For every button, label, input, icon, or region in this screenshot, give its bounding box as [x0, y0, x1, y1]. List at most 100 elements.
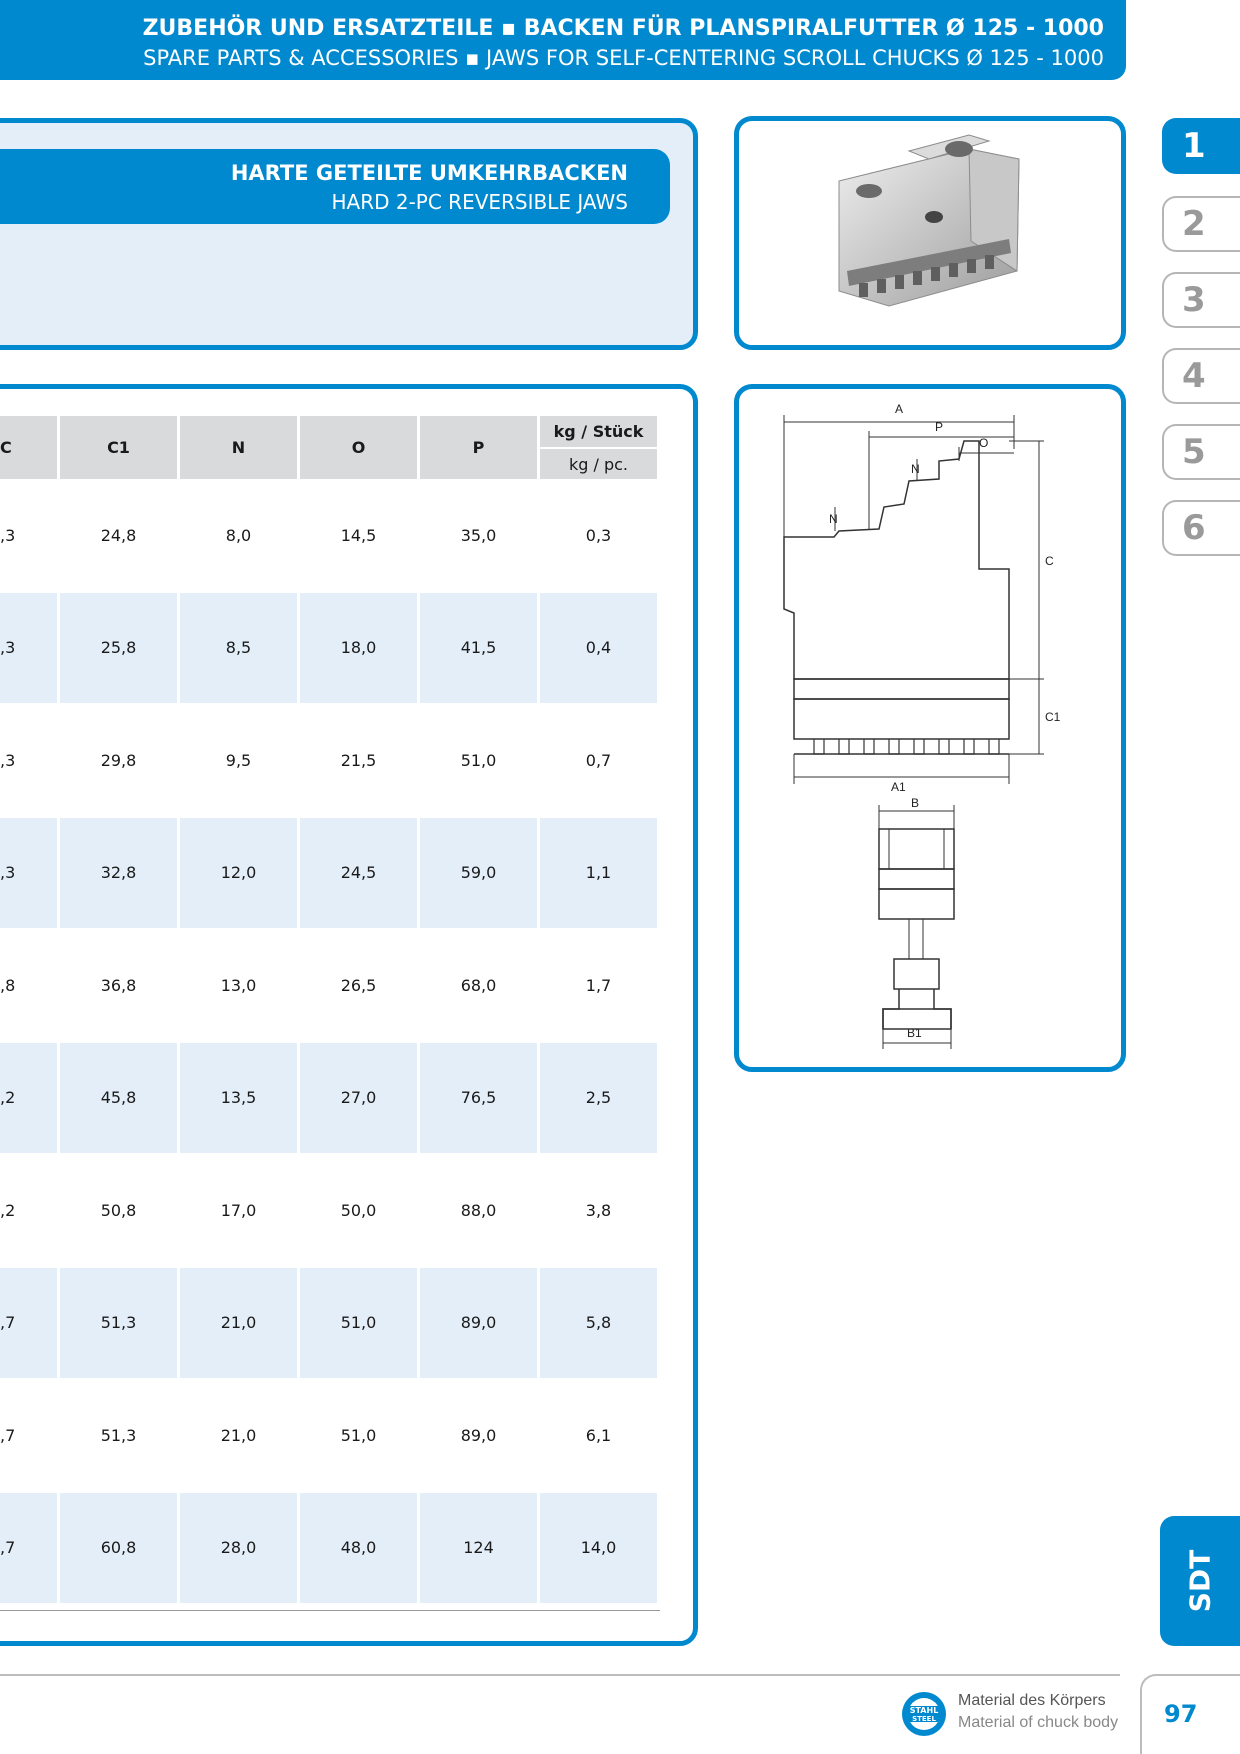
cell-kg: 0,4	[540, 592, 657, 703]
dim-label-a: A	[895, 402, 903, 416]
cell-c1: 29,8	[100, 750, 137, 770]
dim-label-n-top: N	[911, 462, 920, 476]
cell-n: 9,5	[225, 750, 252, 770]
header-title-de: ZUBEHÖR UND ERSATZTEILE ▪ BACKEN FÜR PLA…	[142, 16, 1104, 41]
cell-kg: 1,7	[585, 975, 612, 995]
col-header-o: O	[300, 416, 417, 479]
cell-kg: 3,8	[585, 1200, 612, 1220]
cell-n: 12,0	[180, 817, 297, 928]
cell-n: 8,5	[180, 592, 297, 703]
technical-drawing-panel: A P O N N C C1 A1 B B1	[734, 384, 1126, 1072]
dim-label-c1: C1	[1045, 710, 1061, 724]
cell-kg: 14,0	[540, 1492, 657, 1603]
dim-label-p: P	[935, 420, 943, 434]
logo-text-bottom: STEEL	[912, 1715, 936, 1723]
jaw-photo-illustration	[838, 134, 1020, 307]
cell-p: 76,5	[420, 1042, 537, 1153]
cell-c: ,7	[0, 1492, 57, 1603]
dim-label-b1: B1	[907, 1026, 922, 1040]
page-number-box: 97	[1140, 1674, 1240, 1754]
cell-o: 27,0	[300, 1042, 417, 1153]
cell-c1: 24,8	[100, 525, 137, 545]
cell-n: 28,0	[180, 1492, 297, 1603]
cell-o: 26,5	[340, 975, 377, 995]
technical-drawing: A P O N N C C1 A1 B B1	[783, 402, 1061, 1049]
col-header-kg-en: kg / pc.	[540, 449, 657, 479]
header-bar: ZUBEHÖR UND ERSATZTEILE ▪ BACKEN FÜR PLA…	[0, 0, 1126, 80]
product-title: HARTE GETEILTE UMKEHRBACKEN HARD 2-PC RE…	[0, 149, 670, 224]
cell-c: ,2	[0, 1042, 57, 1153]
cell-o: 21,5	[340, 750, 377, 770]
cell-o: 48,0	[300, 1492, 417, 1603]
chapter-tab-2[interactable]: 2	[1162, 196, 1240, 252]
cell-o: 24,5	[300, 817, 417, 928]
cell-c1: 51,3	[100, 1425, 137, 1445]
cell-p: 35,0	[460, 525, 497, 545]
footer-rule	[0, 1674, 1120, 1676]
section-tab-sdt[interactable]: SDT	[1160, 1516, 1240, 1646]
cell-c: ,2	[0, 1200, 16, 1220]
cell-p: 59,0	[420, 817, 537, 928]
cell-n: 21,0	[220, 1425, 257, 1445]
cell-o: 50,0	[340, 1200, 377, 1220]
chapter-tab-3[interactable]: 3	[1162, 272, 1240, 328]
cell-kg: 5,8	[540, 1267, 657, 1378]
cell-kg: 2,5	[540, 1042, 657, 1153]
cell-c1: 36,8	[100, 975, 137, 995]
cell-kg: 1,1	[540, 817, 657, 928]
cell-o: 14,5	[340, 525, 377, 545]
cell-n: 21,0	[180, 1267, 297, 1378]
chapter-tab-1[interactable]: 1	[1162, 118, 1240, 174]
cell-c1: 50,8	[100, 1200, 137, 1220]
col-header-n: N	[180, 416, 297, 479]
logo-text-top: STAHL	[910, 1706, 939, 1715]
cell-kg: 6,1	[585, 1425, 612, 1445]
table-bottom-rule	[0, 1610, 660, 1611]
table-row: ,8 36,8 13,0 26,5 68,0 1,7	[0, 930, 660, 1040]
cell-kg: 0,3	[585, 525, 612, 545]
dim-label-n-lower: N	[829, 512, 838, 526]
page-number: 97	[1164, 1700, 1198, 1728]
cell-c: ,3	[0, 592, 57, 703]
col-header-c1: C1	[60, 416, 177, 479]
col-header-kg-de: kg / Stück	[540, 416, 657, 447]
col-header-c: C	[0, 416, 57, 479]
cell-c: ,3	[0, 750, 16, 770]
dim-label-o: O	[979, 436, 988, 450]
cell-c: ,3	[0, 817, 57, 928]
cell-p: 51,0	[460, 750, 497, 770]
cell-o: 18,0	[300, 592, 417, 703]
cell-c1: 45,8	[60, 1042, 177, 1153]
cell-n: 13,0	[220, 975, 257, 995]
cell-c1: 60,8	[60, 1492, 177, 1603]
cell-p: 68,0	[460, 975, 497, 995]
material-label-de: Material des Körpers	[958, 1692, 1106, 1709]
cell-n: 13,5	[180, 1042, 297, 1153]
chapter-tab-5[interactable]: 5	[1162, 424, 1240, 480]
cell-o: 51,0	[300, 1267, 417, 1378]
cell-o: 51,0	[340, 1425, 377, 1445]
cell-c: ,8	[0, 975, 16, 995]
product-title-de: HARTE GETEILTE UMKEHRBACKEN	[230, 161, 628, 185]
cell-c: ,3	[0, 525, 16, 545]
cell-c1: 32,8	[60, 817, 177, 928]
cell-n: 17,0	[220, 1200, 257, 1220]
product-title-en: HARD 2-PC REVERSIBLE JAWS	[331, 190, 628, 214]
chapter-tab-4[interactable]: 4	[1162, 348, 1240, 404]
cell-p: 41,5	[420, 592, 537, 703]
header-title-en: SPARE PARTS & ACCESSORIES ▪ JAWS FOR SEL…	[143, 46, 1104, 70]
dim-label-c: C	[1045, 554, 1054, 568]
stahl-steel-logo: STAHL STEEL	[902, 1692, 946, 1736]
cell-p: 124	[420, 1492, 537, 1603]
cell-c1: 51,3	[60, 1267, 177, 1378]
chapter-tab-6[interactable]: 6	[1162, 500, 1240, 556]
